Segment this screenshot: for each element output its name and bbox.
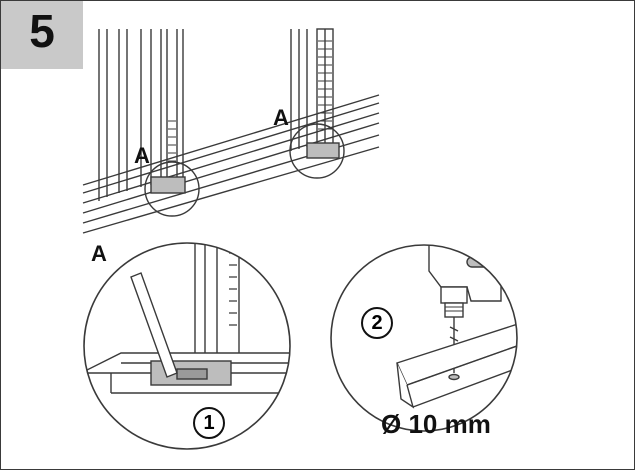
detail-lever-tool	[84, 243, 290, 394]
sub-step-2-badge: 2	[361, 307, 393, 339]
detail-drill	[396, 245, 517, 409]
callout-label-left: A	[134, 143, 150, 168]
detail-circle-left	[83, 242, 291, 450]
sub-step-1-badge: 1	[193, 407, 225, 439]
drill-size-label: Ø 10 mm	[381, 409, 491, 439]
overview-scene	[82, 28, 380, 234]
detail-label: A	[91, 241, 107, 266]
step-number-box: 5	[1, 1, 83, 69]
callout-label-right: A	[273, 105, 289, 130]
detail-circle-right	[330, 244, 518, 432]
step-number: 5	[29, 5, 55, 57]
